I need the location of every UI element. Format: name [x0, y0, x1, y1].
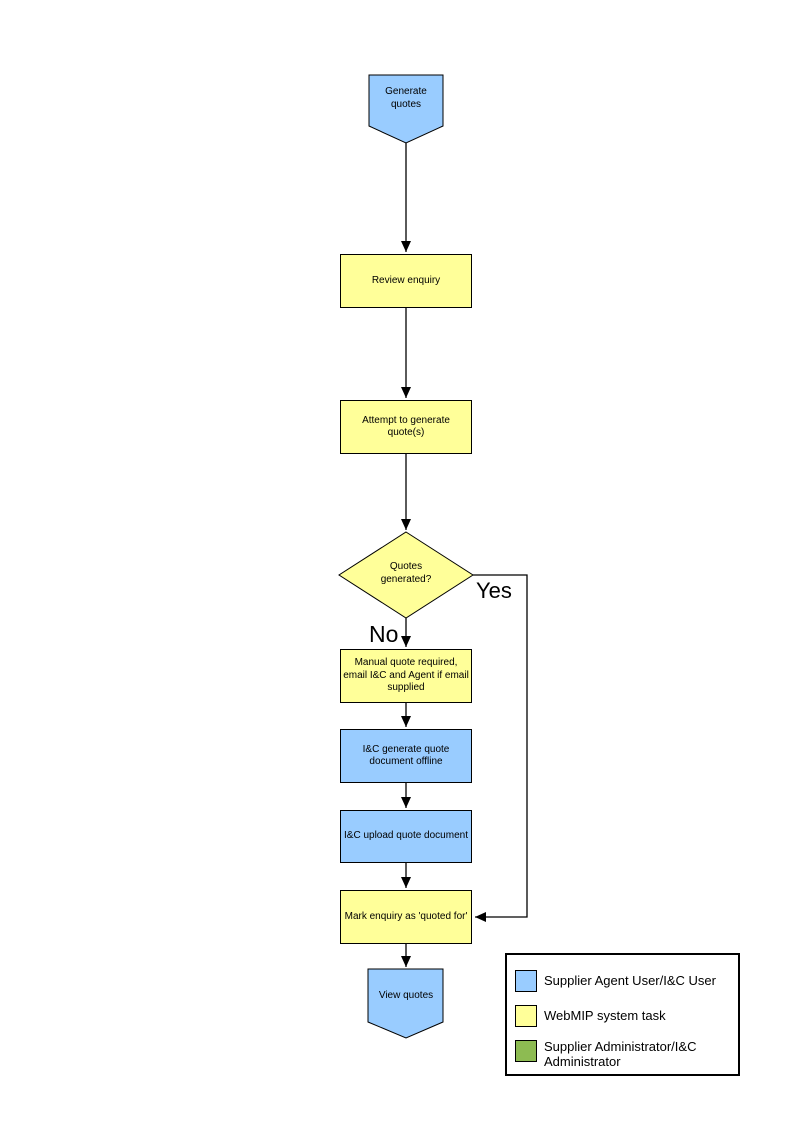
node-ic-upload-quote: I&C upload quote document — [340, 810, 472, 863]
decision-node-label: Quotes generated? — [380, 561, 432, 585]
legend-swatch-webmip-task — [515, 1005, 537, 1027]
no-branch-label: No — [369, 621, 399, 647]
node-ic-generate-offline: I&C generate quote document offline — [340, 729, 472, 783]
edge-decision-yes-to-mark — [473, 574, 528, 922]
node-attempt-generate-quotes-label: Attempt to generate quote(s) — [362, 414, 450, 439]
node-attempt-generate-quotes: Attempt to generate quote(s) — [340, 400, 472, 454]
end-node-label: View quotes — [378, 990, 434, 1001]
legend-label-supplier-agent: Supplier Agent User/I&C User — [544, 973, 716, 988]
yes-branch-label: Yes — [476, 578, 512, 603]
node-ic-generate-offline-label: I&C generate quote document offline — [362, 743, 450, 768]
node-view-quotes-shape — [367, 968, 444, 1039]
legend-label-supplier-admin: Supplier Administrator/I&C Administrator — [544, 1039, 697, 1069]
node-generate-quotes-shape — [368, 74, 444, 144]
legend-swatch-supplier-admin — [515, 1040, 537, 1062]
legend: Supplier Agent User/I&C User WebMIP syst… — [505, 953, 740, 1076]
decision-quotes-generated-shape — [338, 531, 474, 619]
node-mark-quoted-for: Mark enquiry as 'quoted for' — [340, 890, 472, 944]
node-review-enquiry-label: Review enquiry — [371, 274, 441, 286]
start-node-label: Generate quotes — [385, 86, 427, 110]
node-review-enquiry: Review enquiry — [340, 254, 472, 308]
legend-label-webmip-task: WebMIP system task — [544, 1008, 666, 1023]
node-ic-upload-quote-label: I&C upload quote document — [344, 830, 468, 842]
node-mark-quoted-for-label: Mark enquiry as 'quoted for' — [344, 910, 468, 922]
legend-swatch-supplier-agent — [515, 970, 537, 992]
node-manual-quote-required-label: Manual quote required, email I&C and Age… — [343, 657, 469, 694]
node-manual-quote-required: Manual quote required, email I&C and Age… — [340, 649, 472, 703]
